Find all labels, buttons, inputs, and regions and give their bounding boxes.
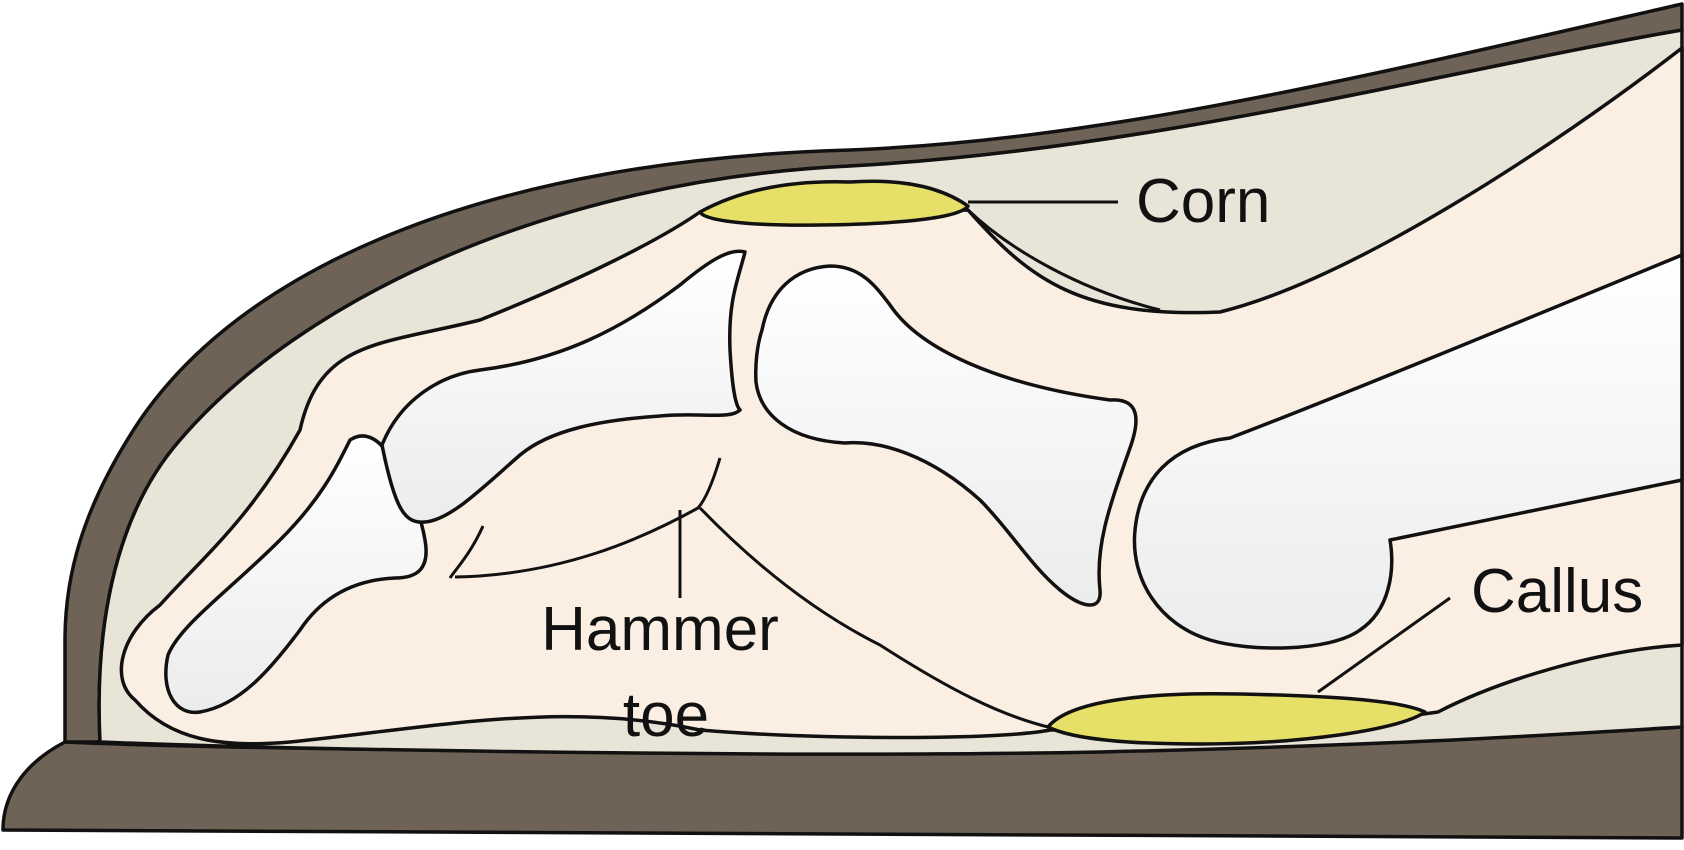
corn-label: Corn	[1136, 167, 1270, 236]
callus-label: Callus	[1471, 557, 1643, 626]
hammer-toe-label-line1: Hammer	[541, 595, 779, 664]
hammer-toe-label-line2: toe	[623, 681, 709, 750]
